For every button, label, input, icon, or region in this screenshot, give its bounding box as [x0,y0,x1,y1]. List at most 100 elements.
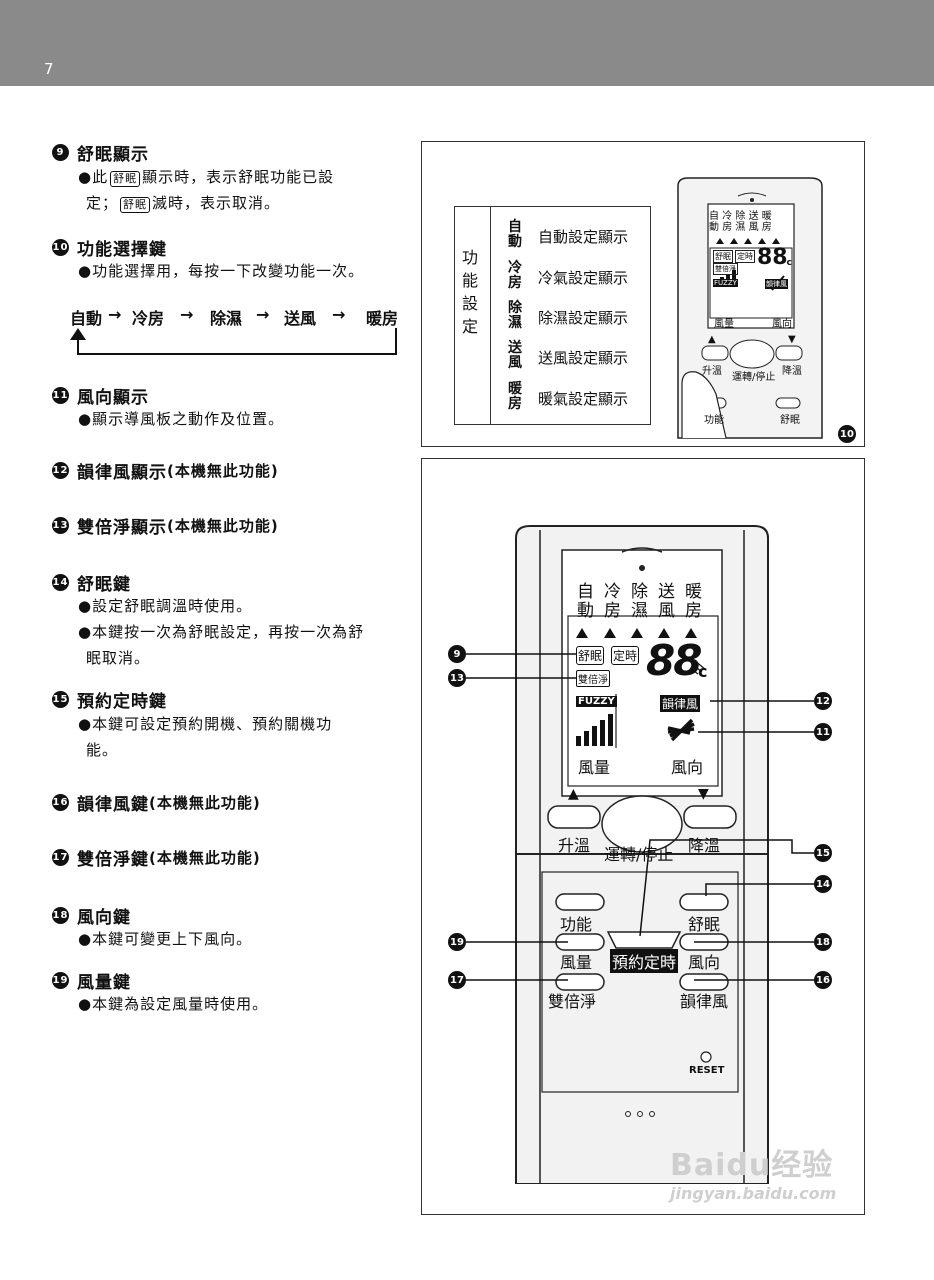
function-box-divider [490,206,491,425]
mode-char: 送 [508,340,522,356]
up-arrow-icon: ▲ [568,786,579,802]
mode-char: 送 [748,211,759,222]
section-10-bullet: ●功能選擇用，每按一下改變功能一次。 [78,262,365,280]
section-number: 18 [52,907,69,924]
fan-dir-button[interactable]: 風向 [688,953,721,972]
callout-17: 17 [448,971,466,989]
small-lcd-fuzzy: FUZZY [713,279,738,287]
callout-16: 16 [814,971,832,989]
arrow: → [180,305,194,324]
sleep-tag: 舒眠 [110,171,141,187]
page-number: 7 [44,60,54,78]
section-number: 14 [52,574,69,591]
power-button[interactable]: 運轉/停止 [604,845,674,864]
mode-char: 房 [722,222,733,233]
section-title: 韻律風鍵 [77,795,149,815]
side-char: 定 [462,317,479,336]
lcd-temperature: 88 [646,636,702,685]
small-temp-up-label: 升溫 [702,366,722,377]
small-remote-illustration [677,177,823,439]
mode-char: 房 [508,396,522,412]
callout-11: 11 [814,723,832,741]
section-title: 預約定時鍵 [77,692,167,712]
section-title: 雙倍淨鍵 [77,850,149,870]
section-15-bullets: ●本鍵可設定預約開機、預約關機功 能。 [78,711,332,763]
small-lcd-unit: °c [782,258,792,268]
mode-char: 冷 [604,582,631,602]
watermark-url: jingyan.baidu.com [670,1184,837,1203]
mode-desc: 冷氣設定顯示 [538,269,629,287]
callout-12: 12 [814,692,832,710]
mode-char: 除 [735,211,746,222]
mode-char: 送 [658,582,685,602]
section-14-bullets: ●設定舒眠調溫時使用。 ●本鍵按一次為舒眠設定，再按一次為舒 眠取消。 [78,593,364,671]
small-lcd-timer: 定時 [735,250,755,263]
section-title: 風向顯示 [77,388,149,408]
callout-14: 14 [814,875,832,893]
bullet-text: ●本鍵按一次為舒眠設定，再按一次為舒 [78,623,365,641]
mode-char: 除 [631,582,658,602]
double-clean-button[interactable]: 雙倍淨 [548,992,597,1011]
bullet-text: ●本鍵可設定預約開機、預約關機功 [78,715,333,733]
arrow: → [256,305,270,324]
section-title: 雙倍淨顯示 [77,518,167,538]
lcd-rhythm: 韻律風 [660,695,701,712]
mode-char: 暖 [508,381,522,397]
section-title: 風量鍵 [77,973,131,993]
mode-cycle-arrow [70,328,397,355]
remote-body [515,525,769,1184]
mode-char: 房 [761,222,772,233]
mode-desc: 暖氣設定顯示 [538,390,629,408]
function-button[interactable]: 功能 [560,915,593,934]
reset-button[interactable]: RESET [689,1065,725,1076]
watermark: Baidu经验 jingyan.baidu.com [670,1140,836,1203]
section-19-bullet: ●本鍵為設定風量時使用。 [78,995,269,1013]
bullet-text: 滅時，表示取消。 [152,194,281,212]
mode-char: 房 [604,601,631,621]
section-note: (本機無此功能) [167,462,279,480]
temp-up-button[interactable]: 升溫 [558,836,591,855]
rhythm-button[interactable]: 韻律風 [680,992,729,1011]
mode-dry: 除濕 [210,309,243,328]
section-number: 17 [52,849,69,866]
mode-char: 風 [658,601,685,621]
down-arrow-icon: ▼ [698,786,709,802]
callout-10: 10 [838,425,856,443]
bullet-text: ●此 [78,168,109,186]
mode-char: 動 [709,222,719,233]
bullet-text: 顯示時，表示舒眠功能已設 [142,168,335,186]
timer-button[interactable]: 預約定時 [610,949,679,973]
mode-char: 房 [508,275,522,291]
callout-lines [466,653,814,981]
lcd-sleep: 舒眠 [576,646,605,665]
mode-char: 風 [508,355,522,371]
section-title: 風向鍵 [77,908,131,928]
mode-char: 風 [748,222,759,233]
small-power-label: 運轉/停止 [732,372,776,383]
mode-char: 除 [508,300,522,316]
mode-heat: 暖房 [366,309,399,328]
mode-desc: 送風設定顯示 [538,349,629,367]
lcd-timer: 定時 [611,646,640,665]
mode-cool: 冷房 [132,309,165,328]
mode-char: 動 [508,234,522,250]
fan-speed-button[interactable]: 風量 [560,953,593,972]
mode-desc: 自動設定顯示 [538,228,629,246]
section-18-bullet: ●本鍵可變更上下風向。 [78,930,253,948]
mode-char: 房 [685,601,712,621]
mode-char: 暖 [685,582,712,602]
sleep-button[interactable]: 舒眠 [688,915,721,934]
lcd-fan-dir-label: 風向 [671,758,704,777]
lcd-double-clean: 雙倍淨 [576,670,610,687]
section-number: 10 [52,239,69,256]
callout-9: 9 [448,645,466,663]
bullet-text: 定； [86,194,119,212]
section-number: 13 [52,517,69,534]
section-wind-dir-key: 18 風向鍵 [52,903,131,928]
small-function-label: 功能 [704,415,724,426]
